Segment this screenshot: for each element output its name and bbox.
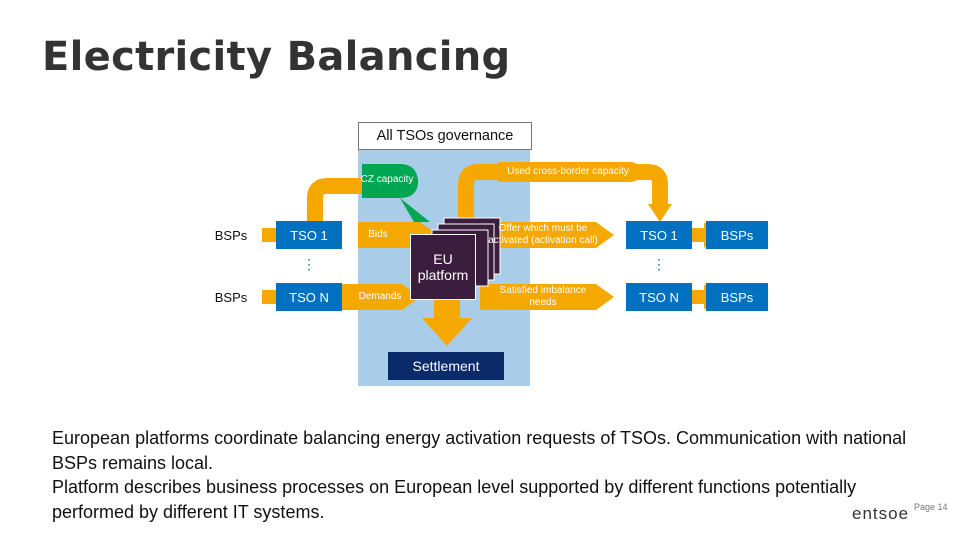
used-capacity-label: Used cross-border capacity xyxy=(507,166,629,177)
demands-label: Demands xyxy=(358,291,402,302)
demands-arrow xyxy=(340,284,420,310)
cz-capacity-label: CZ capacity xyxy=(360,174,414,185)
settlement-arrow xyxy=(422,298,472,346)
tso-right-top: TSO 1 xyxy=(626,221,692,249)
bsp-left-bottom: BSPs xyxy=(200,283,262,311)
governance-label: All TSOs governance xyxy=(358,122,532,150)
body-paragraph-1: European platforms coordinate balancing … xyxy=(52,428,907,473)
left-ellipsis: ⋮ xyxy=(302,255,316,272)
cz-down-arrow xyxy=(400,198,430,222)
offer-label: Offer which must be activated (activatio… xyxy=(488,223,598,246)
eu-platform: EU platform xyxy=(410,234,476,300)
page-title: Electricity Balancing xyxy=(42,34,511,80)
right-ellipsis: ⋮ xyxy=(652,255,666,272)
cz-capacity-arrow xyxy=(307,178,362,226)
bids-label: Bids xyxy=(368,229,388,240)
satisfied-label: Satisfied imbalance needs xyxy=(499,285,587,308)
body-text: European platforms coordinate balancing … xyxy=(52,426,912,524)
tso-left-bottom: TSO N xyxy=(276,283,342,311)
bsp-right-bottom: BSPs xyxy=(706,283,768,311)
used-capacity-shape xyxy=(498,162,640,182)
satisfied-arrow xyxy=(480,284,614,310)
right-link-top xyxy=(692,222,718,248)
bsp-left-top: BSPs xyxy=(200,221,262,249)
page-number: Page 14 xyxy=(914,502,948,512)
settlement-box: Settlement xyxy=(388,352,504,380)
body-paragraph-2: Platform describes business processes on… xyxy=(52,477,857,522)
tso-right-bottom: TSO N xyxy=(626,283,692,311)
cz-capacity-shape xyxy=(362,164,418,198)
entsoe-logo: entsoe xyxy=(852,504,910,523)
right-link-bottom xyxy=(692,284,718,310)
tso-left-top: TSO 1 xyxy=(276,221,342,249)
used-capacity-arrowhead xyxy=(648,204,672,222)
offer-arrow xyxy=(480,222,614,248)
bsp-right-top: BSPs xyxy=(706,221,768,249)
